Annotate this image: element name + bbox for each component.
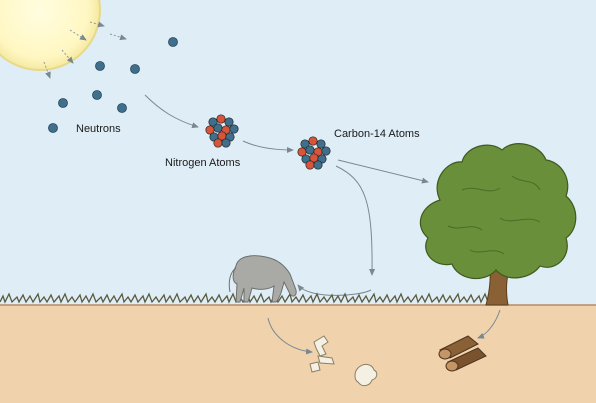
ray-arrow	[89, 21, 105, 28]
neutron	[168, 37, 178, 47]
neutron	[130, 64, 140, 74]
neutrons-label: Neutrons	[76, 123, 121, 135]
nitrogen-atoms-label: Nitrogen Atoms	[165, 157, 241, 169]
arrow-neutrons-to-nitrogen	[144, 94, 199, 129]
ray-arrow	[69, 29, 87, 41]
grass	[0, 292, 489, 304]
arrow-tree-to-wood	[477, 309, 501, 339]
nitrogen-atom	[205, 114, 239, 148]
neutrons	[48, 37, 178, 133]
wood-logs-icon	[438, 335, 487, 372]
arrow-carbon-to-tree	[337, 159, 429, 184]
sun-rays	[43, 21, 127, 79]
neutron	[58, 98, 68, 108]
ray-arrow	[61, 49, 74, 64]
arrow-to-horse	[297, 284, 372, 296]
arrow-carbon-to-ground	[335, 165, 376, 276]
arrow-horse-to-bones	[267, 317, 313, 355]
carbon14-atom	[297, 136, 331, 170]
neutron	[117, 103, 127, 113]
horse-icon	[228, 255, 297, 303]
sun-icon	[0, 0, 101, 71]
neutron	[48, 123, 58, 133]
tree-icon	[419, 143, 577, 306]
neutron	[95, 61, 105, 71]
bones-icon	[309, 335, 378, 387]
carbon14-atoms-label: Carbon-14 Atoms	[334, 128, 420, 140]
neutron	[92, 90, 102, 100]
ray-arrow	[109, 33, 127, 41]
ray-arrow	[43, 61, 51, 79]
arrow-nitrogen-to-carbon	[242, 140, 294, 153]
soil	[0, 305, 596, 403]
